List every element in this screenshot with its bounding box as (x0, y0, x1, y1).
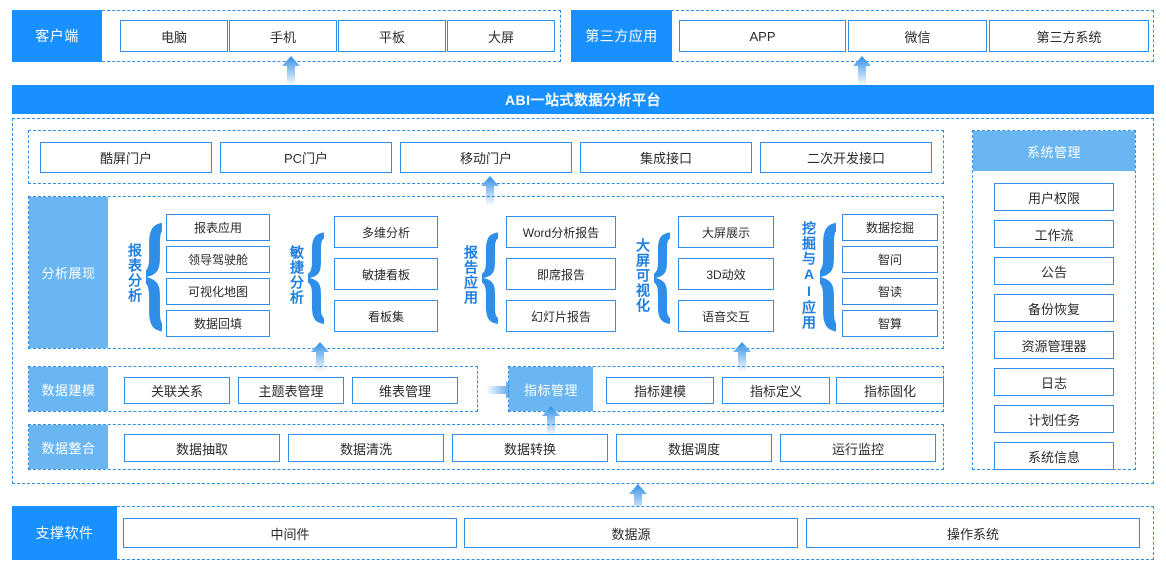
analysis-group-caption-3: 大屏可视化 (635, 237, 651, 313)
system-management-item-5[interactable]: 日志 (994, 368, 1114, 396)
modeling-zone-label: 数据建模 (29, 367, 108, 411)
analysis-item-4-2[interactable]: 智读 (842, 278, 938, 305)
portal-item-3[interactable]: 集成接口 (580, 142, 752, 173)
analysis-item-1-0[interactable]: 多维分析 (334, 216, 438, 248)
integration-item-4[interactable]: 运行监控 (780, 434, 936, 462)
system-management-item-3[interactable]: 备份恢复 (994, 294, 1114, 322)
integration-item-1[interactable]: 数据清洗 (288, 434, 444, 462)
portal-item-4[interactable]: 二次开发接口 (760, 142, 932, 173)
analysis-group-caption-0: 报表分析 (127, 243, 143, 303)
analysis-item-2-0[interactable]: Word分析报告 (506, 216, 616, 248)
brace-3: { (654, 222, 670, 326)
arrow-up-third-party (853, 56, 871, 86)
integration-item-3[interactable]: 数据调度 (616, 434, 772, 462)
brace-1: { (308, 222, 324, 326)
system-management-item-6[interactable]: 计划任务 (994, 405, 1114, 433)
analysis-group-caption-1: 敏捷分析 (289, 245, 305, 305)
analysis-group-caption-2: 报告应用 (463, 245, 479, 305)
arrow-up-portal (481, 176, 499, 206)
metric-item-2[interactable]: 指标固化 (836, 377, 944, 404)
platform-body-frame (12, 118, 1154, 484)
system-management-item-0[interactable]: 用户权限 (994, 183, 1114, 211)
analysis-item-3-2[interactable]: 语音交互 (678, 300, 774, 332)
third-party-item-0[interactable]: APP (679, 20, 846, 52)
metric-management-label[interactable]: 指标管理 (509, 367, 593, 411)
arrow-up-metric (542, 406, 560, 436)
support-item-0[interactable]: 中间件 (123, 518, 457, 548)
analysis-item-4-0[interactable]: 数据挖掘 (842, 214, 938, 241)
system-management-item-4[interactable]: 资源管理器 (994, 331, 1114, 359)
analysis-item-2-1[interactable]: 即席报告 (506, 258, 616, 290)
integration-zone (28, 424, 944, 470)
third-party-item-2[interactable]: 第三方系统 (989, 20, 1149, 52)
analysis-item-1-1[interactable]: 敏捷看板 (334, 258, 438, 290)
analysis-item-3-1[interactable]: 3D动效 (678, 258, 774, 290)
metric-item-1[interactable]: 指标定义 (722, 377, 830, 404)
arrow-up-analysis-left (311, 342, 329, 372)
analysis-item-0-1[interactable]: 领导驾驶舱 (166, 246, 270, 273)
portal-item-1[interactable]: PC门户 (220, 142, 392, 173)
metric-item-0[interactable]: 指标建模 (606, 377, 714, 404)
client-zone-label: 客户端 (12, 10, 102, 62)
system-management-item-2[interactable]: 公告 (994, 257, 1114, 285)
brace-4: { (820, 210, 836, 336)
system-management-item-7[interactable]: 系统信息 (994, 442, 1114, 470)
system-management-item-1[interactable]: 工作流 (994, 220, 1114, 248)
analysis-zone-label: 分析展现 (29, 197, 108, 348)
analysis-group-caption-4: 挖掘与AI应用 (801, 220, 817, 330)
portal-item-2[interactable]: 移动门户 (400, 142, 572, 173)
analysis-item-0-3[interactable]: 数据回填 (166, 310, 270, 337)
modeling-zone (28, 366, 478, 412)
support-zone-label: 支撑软件 (12, 506, 117, 560)
support-item-2[interactable]: 操作系统 (806, 518, 1140, 548)
analysis-item-4-3[interactable]: 智算 (842, 310, 938, 337)
client-item-3[interactable]: 大屏 (447, 20, 555, 52)
analysis-item-1-2[interactable]: 看板集 (334, 300, 438, 332)
system-management-label: 系统管理 (973, 131, 1135, 171)
analysis-item-0-0[interactable]: 报表应用 (166, 214, 270, 241)
third-party-item-1[interactable]: 微信 (848, 20, 987, 52)
portal-item-0[interactable]: 酷屏门户 (40, 142, 212, 173)
platform-banner: ABI一站式数据分析平台 (12, 85, 1154, 114)
brace-2: { (482, 222, 498, 326)
arrow-up-analysis-right (733, 342, 751, 372)
support-item-1[interactable]: 数据源 (464, 518, 798, 548)
client-item-0[interactable]: 电脑 (120, 20, 228, 52)
brace-0: { (146, 210, 162, 336)
integration-zone-label: 数据整合 (29, 425, 108, 469)
client-item-2[interactable]: 平板 (338, 20, 446, 52)
client-item-1[interactable]: 手机 (229, 20, 337, 52)
integration-item-2[interactable]: 数据转换 (452, 434, 608, 462)
modeling-item-1[interactable]: 主题表管理 (238, 377, 344, 404)
modeling-item-0[interactable]: 关联关系 (124, 377, 230, 404)
analysis-item-4-1[interactable]: 智问 (842, 246, 938, 273)
arrow-up-client (282, 56, 300, 86)
analysis-item-3-0[interactable]: 大屏展示 (678, 216, 774, 248)
analysis-item-0-2[interactable]: 可视化地图 (166, 278, 270, 305)
integration-item-0[interactable]: 数据抽取 (124, 434, 280, 462)
modeling-item-2[interactable]: 维表管理 (352, 377, 458, 404)
third-party-zone-label: 第三方应用 (571, 10, 672, 62)
analysis-item-2-2[interactable]: 幻灯片报告 (506, 300, 616, 332)
analysis-zone (28, 196, 944, 349)
arrow-up-support (629, 484, 647, 514)
